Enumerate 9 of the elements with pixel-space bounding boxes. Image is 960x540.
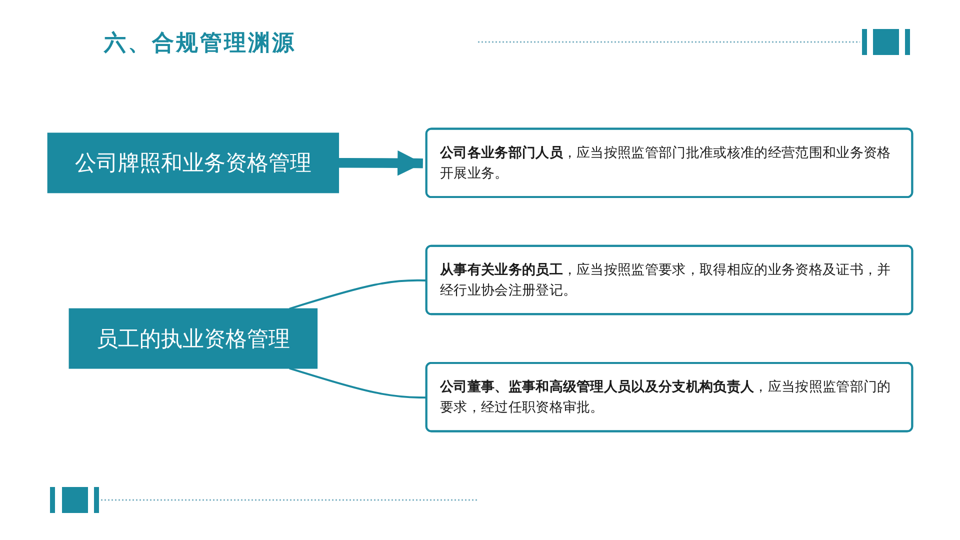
- connector-line: [289, 367, 427, 399]
- description-box: 公司各业务部门人员，应当按照监管部门批准或核准的经营范围和业务资格开展业务。: [425, 128, 914, 198]
- category-box: 员工的执业资格管理: [68, 308, 318, 369]
- connector-line: [289, 279, 427, 310]
- description-box: 从事有关业务的员工，应当按照监管要求，取得相应的业务资格及证书，并经行业协会注册登记。: [425, 244, 914, 316]
- title: 六、合规管理渊源: [104, 29, 296, 57]
- description-box: 公司董事、监事和高级管理人员以及分支机构负责人，应当按照监管部门的要求，经过任职资格审批。: [425, 362, 914, 432]
- category-box: 公司牌照和业务资格管理: [47, 132, 340, 194]
- arrow: [338, 150, 423, 176]
